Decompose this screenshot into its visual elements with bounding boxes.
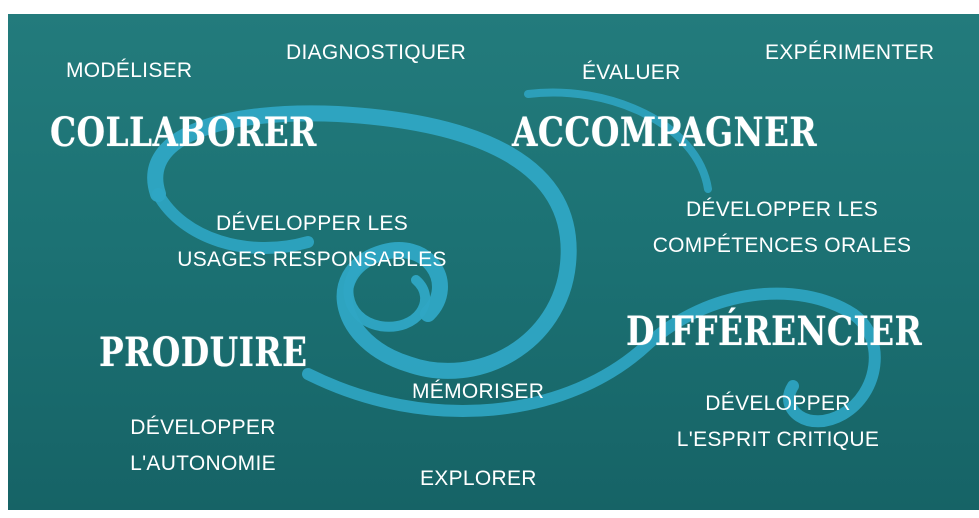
phrase-esprit-critique: DÉVELOPPER L'ESPRIT CRITIQUE	[648, 386, 908, 458]
phrase-competences-orales: DÉVELOPPER LES COMPÉTENCES ORALES	[612, 192, 952, 264]
swirl-outer-loop	[147, 105, 577, 379]
phrase-usages-line1: DÉVELOPPER LES	[215, 212, 409, 235]
verb-collaborer: COLLABORER	[50, 109, 317, 156]
verb-memoriser: MÉMORISER	[412, 380, 545, 403]
swirl-lower-arc	[302, 287, 881, 428]
phrase-orales-line2: COMPÉTENCES ORALES	[652, 234, 912, 257]
phrase-autonomie-line2: L'AUTONOMIE	[130, 452, 276, 475]
phrase-autonomie-line1: DÉVELOPPER	[130, 416, 276, 439]
verb-explorer: EXPLORER	[420, 467, 537, 490]
verb-evaluer: ÉVALUER	[582, 61, 681, 84]
verb-produire: PRODUIRE	[99, 329, 308, 376]
swirl-upper-arc	[524, 88, 712, 193]
phrase-critique-line1: DÉVELOPPER	[705, 392, 851, 415]
swirl-left-arc	[152, 188, 314, 254]
phrase-critique-line2: L'ESPRIT CRITIQUE	[676, 428, 880, 451]
swirl-decoration	[147, 88, 881, 428]
verb-differencier: DIFFÉRENCIER	[626, 308, 923, 355]
verb-diagnostiquer: DIAGNOSTIQUER	[286, 41, 467, 64]
poster-panel: MODÉLISER DIAGNOSTIQUER ÉVALUER EXPÉRIME…	[8, 14, 979, 510]
verb-accompagner: ACCOMPAGNER	[512, 109, 818, 156]
verb-experimenter: EXPÉRIMENTER	[765, 41, 935, 64]
swirl-inner-loop	[343, 254, 431, 332]
verb-modeliser: MODÉLISER	[66, 59, 193, 82]
phrase-autonomie: DÉVELOPPER L'AUTONOMIE	[98, 410, 308, 482]
phrase-usages-responsables: DÉVELOPPER LES USAGES RESPONSABLES	[142, 206, 482, 278]
phrase-usages-line2: USAGES RESPONSABLES	[177, 248, 447, 271]
phrase-orales-line1: DÉVELOPPER LES	[685, 198, 879, 221]
